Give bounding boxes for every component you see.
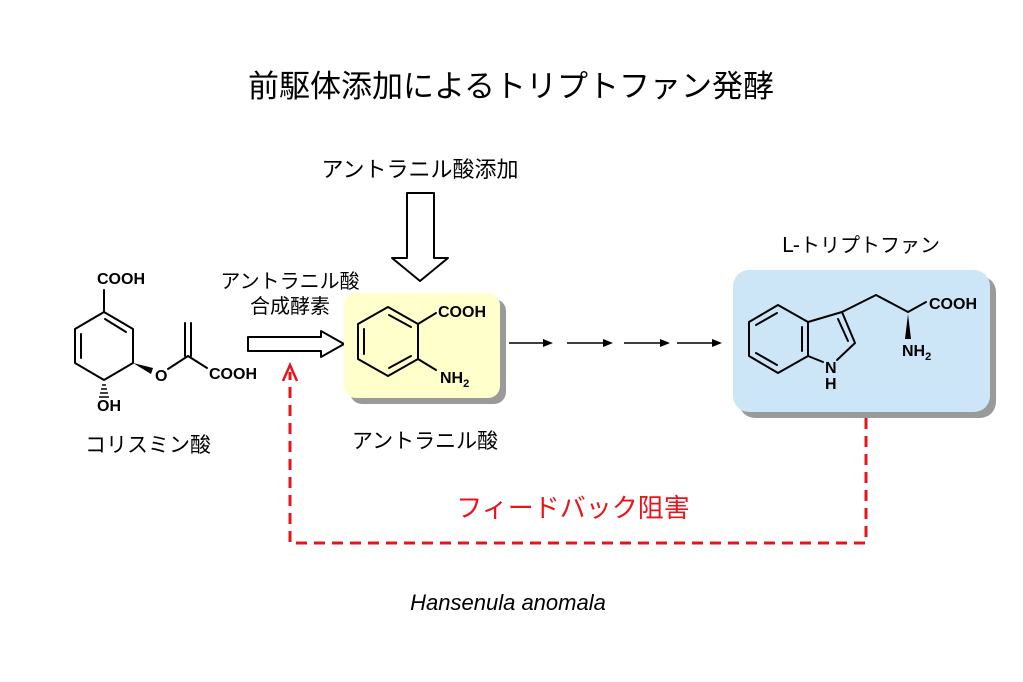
enzyme-label-line2: 合成酵素 (250, 294, 330, 318)
feedback-inhibition-label: フィードバック阻害 (456, 494, 689, 524)
amine-label-subscript: 2 (463, 378, 469, 390)
arrow-head (543, 339, 553, 347)
ether-vinyl-bond (167, 355, 189, 370)
ring-double-bond (755, 312, 778, 326)
cooh-label: COOH (929, 296, 977, 313)
amine-label-main: NH (440, 370, 463, 387)
tryptophan-name: L-トリプトファン (782, 233, 940, 257)
arrow-head (660, 339, 670, 347)
amine-label: NH2 (902, 343, 931, 363)
tryptophan-box: N H COOH NH2 (733, 270, 996, 418)
amine-label-subscript: 2 (925, 351, 931, 363)
ether-oxygen-label: O (155, 368, 167, 385)
hydroxyl-label: OH (97, 398, 121, 415)
vinyl-cooh-label: COOH (209, 366, 257, 383)
anthranilic-acid-box: COOH NH2 (344, 293, 506, 404)
ring-cooh-bond (417, 312, 437, 325)
ring-nitrogen-label: N (825, 360, 837, 377)
additive-label: アントラニル酸添加 (321, 158, 518, 183)
slide-title: 前駆体添加によるトリプトファン発酵 (248, 69, 774, 105)
step-arrow (509, 339, 553, 347)
vinyl-cooh-bond (187, 355, 208, 369)
wedge-bond (905, 314, 911, 339)
addition-arrow (391, 192, 449, 282)
ring-double-bond (388, 314, 412, 328)
highlight-box (733, 270, 990, 412)
side-chain (841, 294, 927, 313)
amine-label: NH2 (440, 370, 469, 390)
pyrrole-ring (807, 311, 856, 361)
ring-hydrogen-label: H (825, 376, 837, 393)
amine-label-main: NH (902, 343, 925, 360)
anthranilic-acid-name: アントラニル酸 (352, 429, 498, 453)
cyclohexadiene-ring (74, 311, 134, 381)
wedge-bond (133, 363, 153, 374)
enzyme-reaction-arrow (247, 330, 345, 358)
arrow-head (712, 339, 722, 347)
enzyme-label-line1: アントラニル酸 (220, 269, 359, 293)
ring-double-bond (755, 352, 778, 366)
step-arrow (677, 339, 722, 347)
enzyme-label: アントラニル酸 合成酵素 (220, 269, 359, 318)
step-arrow (624, 339, 670, 347)
pyrrole-n-bond (807, 355, 824, 363)
ring-double-bond (388, 355, 412, 369)
ring-double-bond (104, 318, 127, 333)
highlight-box (344, 293, 500, 398)
organism-name: Hansenula anomala (410, 590, 606, 615)
chorismic-acid-structure: COOH O COOH OH (74, 271, 257, 415)
feedback-arrowhead (281, 361, 299, 382)
arrow-head (603, 339, 613, 347)
cooh-label: COOH (97, 271, 145, 288)
chorismic-acid-name: コリスミン酸 (85, 433, 211, 457)
ring-amine-bond (417, 358, 437, 371)
hashed-bond (99, 384, 109, 398)
cooh-label: COOH (438, 304, 486, 321)
step-arrow (567, 339, 613, 347)
multistep-arrows (509, 339, 722, 347)
ring-double-bond (837, 318, 849, 342)
feedback-inhibition-line (288, 372, 868, 545)
